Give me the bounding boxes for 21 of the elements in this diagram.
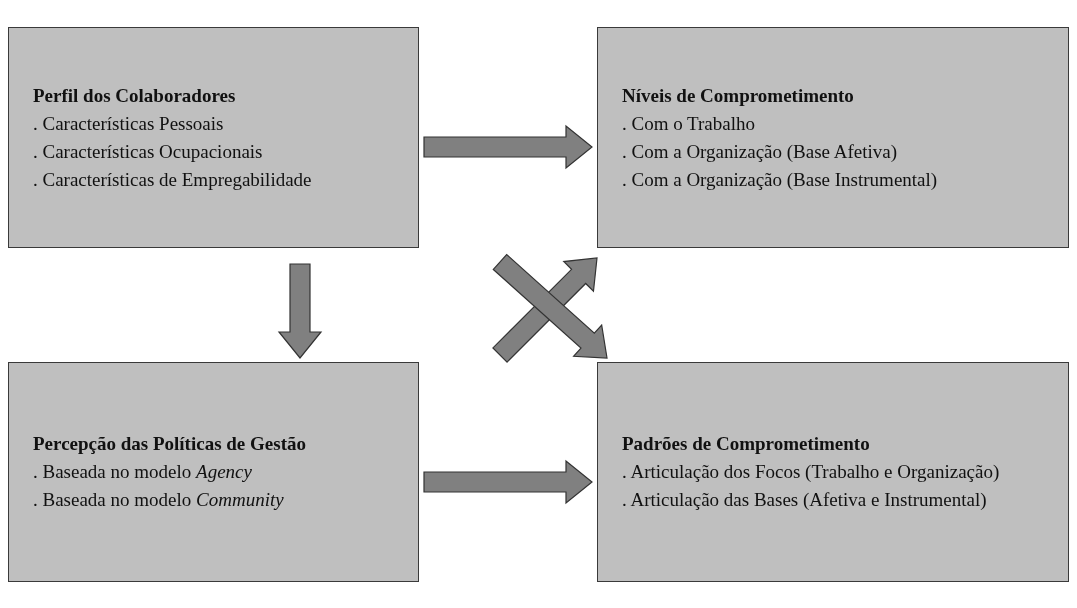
list-item: . Com a Organização (Base Instrumental) — [622, 167, 939, 192]
list-item: . Características Ocupacionais — [33, 139, 264, 164]
text-box — [597, 362, 1069, 582]
box-heading: Níveis de Comprometimento — [622, 83, 855, 108]
text-box — [597, 27, 1069, 248]
list-item: . Características Pessoais — [33, 111, 225, 136]
text-box — [8, 362, 419, 582]
text-box — [8, 27, 419, 248]
list-item: . Com o Trabalho — [622, 111, 757, 136]
box-heading: Percepção das Políticas de Gestão — [33, 432, 307, 456]
list-item: . Características de Empregabilidade — [33, 167, 313, 192]
list-item: . Articulação das Bases (Afetiva e Instrumental) — [622, 488, 988, 512]
list-item: . Articulação dos Focos (Trabalho e Organização) — [622, 460, 1001, 484]
block-arrow — [423, 124, 593, 170]
list-item: . Com a Organização (Base Afetiva) — [622, 139, 899, 164]
list-item: . Baseada no modelo Community — [33, 488, 285, 512]
block-arrow — [277, 263, 323, 359]
list-item: . Baseada no modelo Agency — [33, 460, 253, 484]
box-heading: Padrões de Comprometimento — [622, 432, 871, 456]
box-heading: Perfil dos Colaboradores — [33, 83, 237, 108]
block-arrow — [423, 459, 593, 505]
